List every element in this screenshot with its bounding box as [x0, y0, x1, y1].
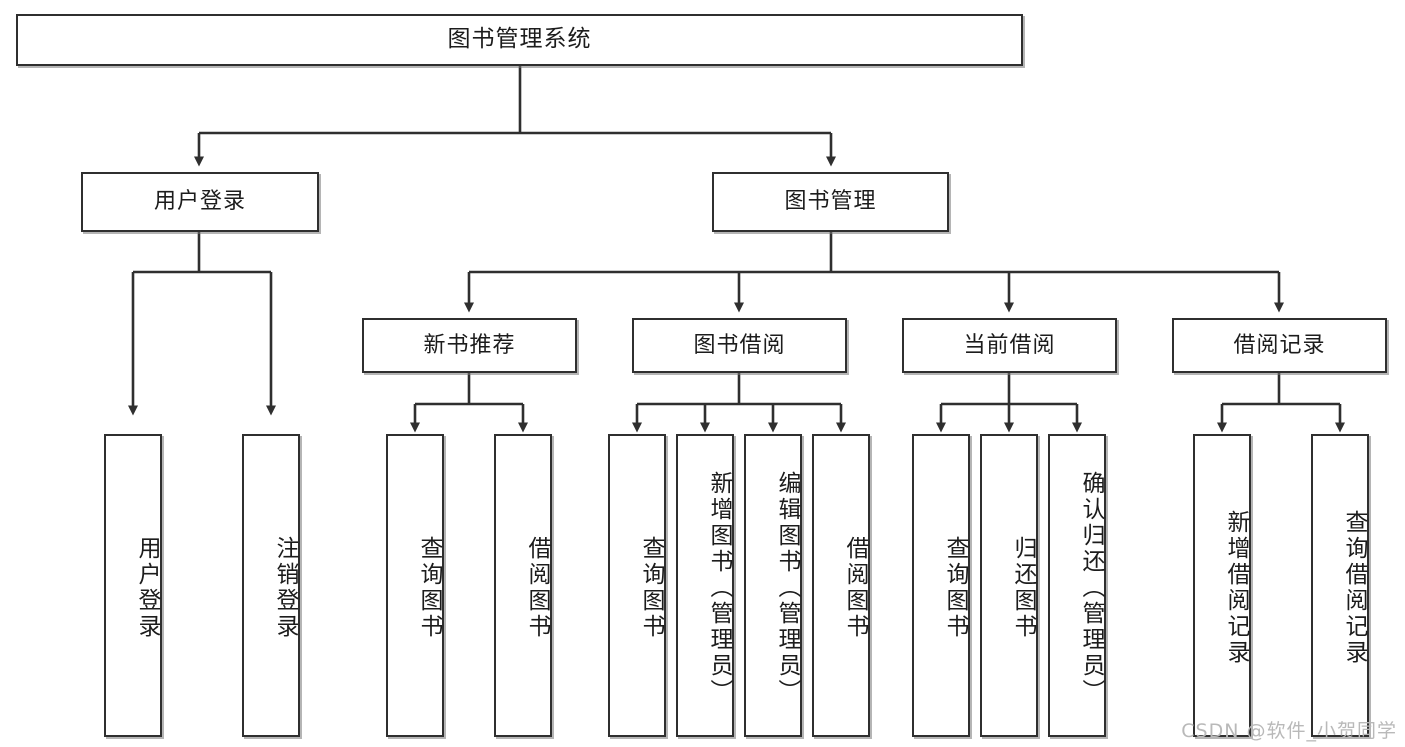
node-leaf-logout-label: 注销登录	[272, 535, 298, 640]
node-leaf-borrow-book-2[interactable]: 借阅图书	[812, 434, 870, 737]
node-leaf-query-book-1-label: 查询图书	[416, 535, 442, 640]
node-user-login[interactable]: 用户登录	[81, 172, 319, 232]
node-book-borrow-label: 图书借阅	[693, 332, 786, 358]
node-root[interactable]: 图书管理系统	[16, 14, 1023, 66]
node-leaf-add-book[interactable]: 新增图书（管理员）	[676, 434, 734, 737]
node-leaf-return-book[interactable]: 归还图书	[980, 434, 1038, 737]
node-leaf-query-book-3[interactable]: 查询图书	[912, 434, 970, 737]
node-leaf-user-login-label: 用户登录	[134, 535, 160, 640]
node-book-manage-label: 图书管理	[784, 189, 877, 215]
node-leaf-query-book-2-label: 查询图书	[638, 535, 664, 640]
node-leaf-user-login[interactable]: 用户登录	[104, 434, 162, 737]
node-leaf-query-book-3-label: 查询图书	[942, 535, 968, 640]
node-leaf-return-book-label: 归还图书	[1010, 535, 1036, 640]
node-book-borrow[interactable]: 图书借阅	[632, 318, 847, 373]
node-leaf-add-record[interactable]: 新增借阅记录	[1193, 434, 1251, 737]
node-book-manage[interactable]: 图书管理	[712, 172, 949, 232]
node-leaf-add-record-label: 新增借阅记录	[1223, 509, 1249, 666]
node-current-borrow-label: 当前借阅	[963, 332, 1056, 358]
node-leaf-edit-book[interactable]: 编辑图书（管理员）	[744, 434, 802, 737]
node-leaf-query-book-1[interactable]: 查询图书	[386, 434, 444, 737]
node-new-book-rec-label: 新书推荐	[423, 332, 516, 358]
node-leaf-query-record-label: 查询借阅记录	[1341, 509, 1367, 666]
node-leaf-query-record[interactable]: 查询借阅记录	[1311, 434, 1369, 737]
node-leaf-logout[interactable]: 注销登录	[242, 434, 300, 737]
node-leaf-add-book-label: 新增图书（管理员）	[706, 470, 732, 705]
node-user-login-label: 用户登录	[153, 189, 246, 215]
node-new-book-rec[interactable]: 新书推荐	[362, 318, 577, 373]
node-leaf-confirm-return-label: 确认归还（管理员）	[1078, 470, 1104, 705]
node-leaf-confirm-return[interactable]: 确认归还（管理员）	[1048, 434, 1106, 737]
node-leaf-borrow-book-1-label: 借阅图书	[524, 535, 550, 640]
node-root-label: 图书管理系统	[447, 26, 592, 53]
node-borrow-record[interactable]: 借阅记录	[1172, 318, 1387, 373]
node-leaf-borrow-book-2-label: 借阅图书	[842, 535, 868, 640]
node-borrow-record-label: 借阅记录	[1233, 332, 1326, 358]
node-leaf-edit-book-label: 编辑图书（管理员）	[774, 470, 800, 705]
node-leaf-borrow-book-1[interactable]: 借阅图书	[494, 434, 552, 737]
node-leaf-query-book-2[interactable]: 查询图书	[608, 434, 666, 737]
watermark: CSDN @软件_小贺同学	[1181, 720, 1397, 742]
node-current-borrow[interactable]: 当前借阅	[902, 318, 1117, 373]
